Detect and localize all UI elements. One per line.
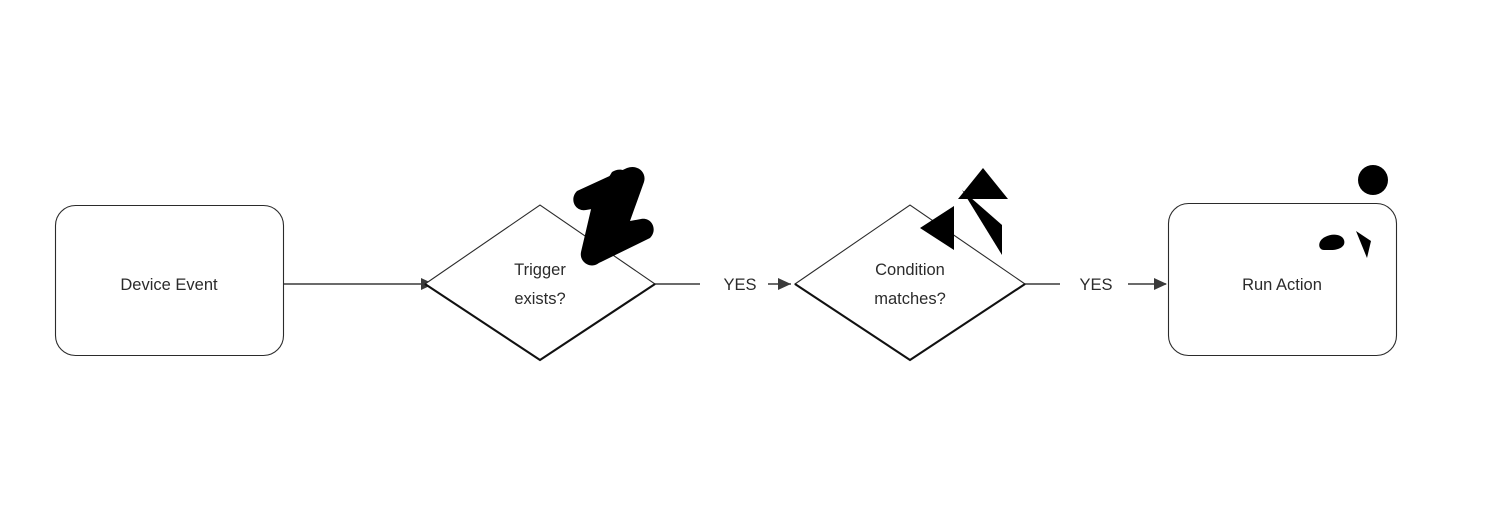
running-person-icon (1319, 165, 1390, 258)
trigger-exists-shape-lower-edge (424, 283, 656, 362)
edge-3-arrowhead (1154, 278, 1167, 290)
edge-2-label: YES (723, 276, 756, 294)
node-device-event[interactable]: Device Event (54, 204, 285, 357)
branch-fork-arrow-icon (920, 168, 1008, 255)
edge-device-event-to-trigger (284, 278, 434, 290)
trigger-exists-label-line-2: exists? (514, 290, 565, 308)
edge-trigger-to-condition: YES (655, 276, 791, 294)
condition-matches-label-line-2: matches? (874, 290, 946, 308)
run-action-label: Run Action (1242, 276, 1322, 294)
device-event-label: Device Event (120, 276, 218, 294)
node-run-action[interactable]: Run Action (1167, 202, 1398, 357)
edge-condition-to-run-action: YES (1025, 276, 1167, 294)
edge-2-arrowhead (778, 278, 791, 290)
node-trigger-exists[interactable]: Trigger exists? (424, 204, 656, 362)
condition-matches-shape-lower-edge (794, 283, 1026, 362)
edge-3-label: YES (1079, 276, 1112, 294)
node-condition-matches[interactable]: Condition matches? (794, 204, 1026, 362)
lightning-bolt-icon (573, 166, 654, 266)
device-event-shape[interactable] (54, 204, 285, 357)
condition-matches-label-line-1: Condition (875, 261, 945, 279)
trigger-exists-label-line-1: Trigger (514, 261, 566, 279)
